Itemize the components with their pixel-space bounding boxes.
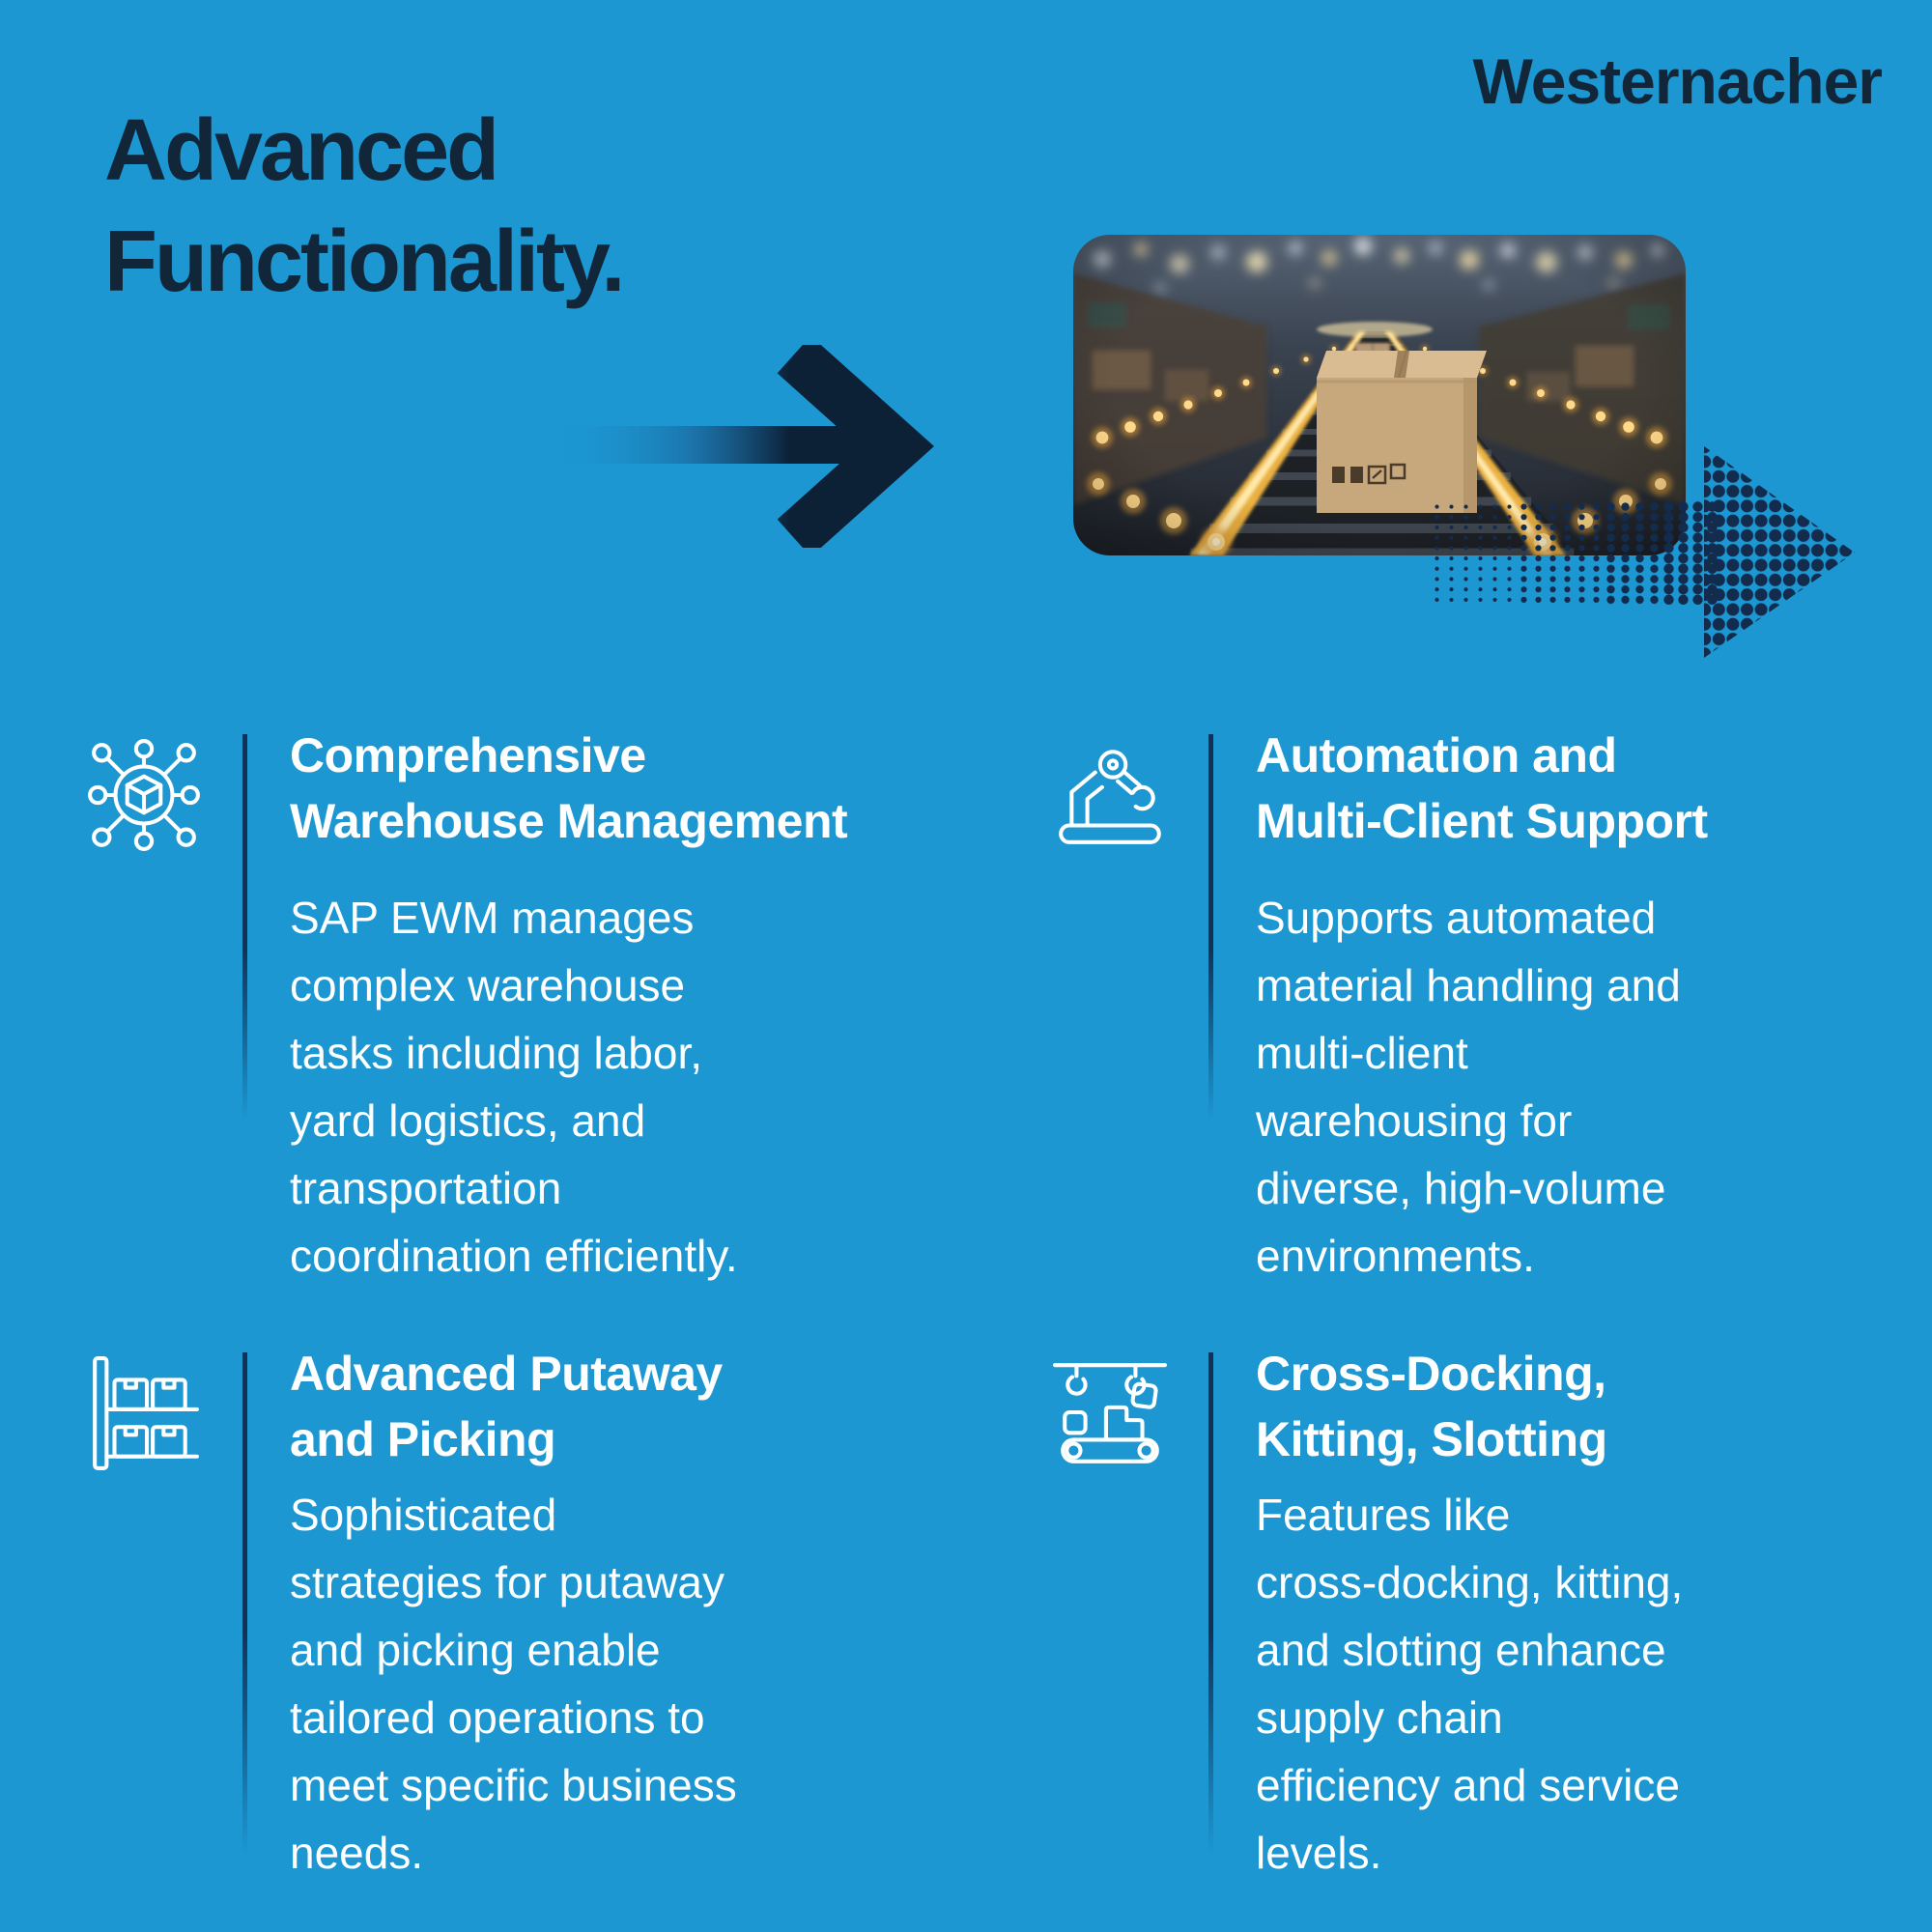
feature-title-line: Kitting, Slotting xyxy=(1256,1412,1607,1466)
feature-title-line: Comprehensive xyxy=(290,728,646,782)
feature-title-line: Cross-Docking, xyxy=(1256,1347,1606,1401)
page-title-line-2: Functionality. xyxy=(104,213,625,310)
feature-title-line: Automation and xyxy=(1256,728,1617,782)
feature-card-putaway-picking: Advanced Putaway and Picking Sophisticat… xyxy=(85,1333,974,1932)
dotted-arrow-icon xyxy=(1433,446,1855,658)
feature-card-crossdocking-kitting-slotting: Cross-Docking, Kitting, Slotting Feature… xyxy=(1051,1333,1932,1932)
feature-body-line: yard logistics, and xyxy=(290,1095,646,1146)
storage-rack-icon xyxy=(85,1354,203,1472)
feature-body-line: diverse, high-volume xyxy=(1256,1163,1666,1213)
feature-title-line: and Picking xyxy=(290,1412,556,1466)
feature-body-line: multi-client xyxy=(1256,1028,1468,1078)
robot-arm-icon xyxy=(1051,736,1169,854)
network-cube-icon xyxy=(85,736,203,854)
feature-body-line: supply chain xyxy=(1256,1692,1503,1743)
page-title-line-1: Advanced xyxy=(104,102,499,199)
feature-body-line: Sophisticated xyxy=(290,1490,557,1540)
feature-title: Comprehensive Warehouse Management xyxy=(290,723,956,854)
warehouse-photo xyxy=(1073,235,1686,555)
feature-body-line: and picking enable xyxy=(290,1625,661,1675)
feature-body-line: and slotting enhance xyxy=(1256,1625,1666,1675)
feature-body-line: efficiency and service xyxy=(1256,1760,1680,1810)
feature-body-line: tailored operations to xyxy=(290,1692,705,1743)
feature-body-line: coordination efficiently. xyxy=(290,1231,738,1281)
divider-line xyxy=(1208,734,1213,1121)
feature-title-line: Warehouse Management xyxy=(290,794,848,848)
feature-body-line: strategies for putaway xyxy=(290,1557,725,1607)
feature-body-line: tasks including labor, xyxy=(290,1028,703,1078)
feature-title: Cross-Docking, Kitting, Slotting xyxy=(1256,1341,1922,1472)
feature-title-line: Multi-Client Support xyxy=(1256,794,1708,848)
feature-body-line: cross-docking, kitting, xyxy=(1256,1557,1684,1607)
feature-body-line: warehousing for xyxy=(1256,1095,1573,1146)
divider-line xyxy=(1208,1352,1213,1855)
feature-body-line: environments. xyxy=(1256,1231,1535,1281)
page-title: Advanced Functionality. xyxy=(104,96,625,318)
feature-body-line: needs. xyxy=(290,1828,424,1878)
feature-card-warehouse-management: Comprehensive Warehouse Management SAP E… xyxy=(85,715,974,1323)
divider-line xyxy=(242,1352,247,1855)
feature-body-line: material handling and xyxy=(1256,960,1681,1010)
feature-title: Advanced Putaway and Picking xyxy=(290,1341,956,1472)
brand-logo: Westernacher xyxy=(1472,45,1883,117)
feature-title: Automation and Multi-Client Support xyxy=(1256,723,1922,854)
feature-body-line: transportation xyxy=(290,1163,562,1213)
feature-card-automation-multi-client: Automation and Multi-Client Support Supp… xyxy=(1051,715,1932,1323)
feature-body-line: meet specific business xyxy=(290,1760,737,1810)
feature-body: Features like cross-docking, kitting, an… xyxy=(1256,1481,1922,1887)
feature-title-line: Advanced Putaway xyxy=(290,1347,723,1401)
conveyor-kitting-icon xyxy=(1051,1354,1169,1472)
divider-line xyxy=(242,734,247,1121)
feature-body-line: complex warehouse xyxy=(290,960,686,1010)
warehouse-photo-illustration xyxy=(1073,235,1686,555)
feature-body-line: Features like xyxy=(1256,1490,1511,1540)
feature-body-line: levels. xyxy=(1256,1828,1382,1878)
feature-body: Supports automated material handling and… xyxy=(1256,884,1922,1290)
feature-body: Sophisticated strategies for putaway and… xyxy=(290,1481,956,1887)
arrow-right-icon xyxy=(555,345,934,548)
feature-body: SAP EWM manages complex warehouse tasks … xyxy=(290,884,956,1290)
feature-body-line: SAP EWM manages xyxy=(290,893,695,943)
feature-body-line: Supports automated xyxy=(1256,893,1657,943)
